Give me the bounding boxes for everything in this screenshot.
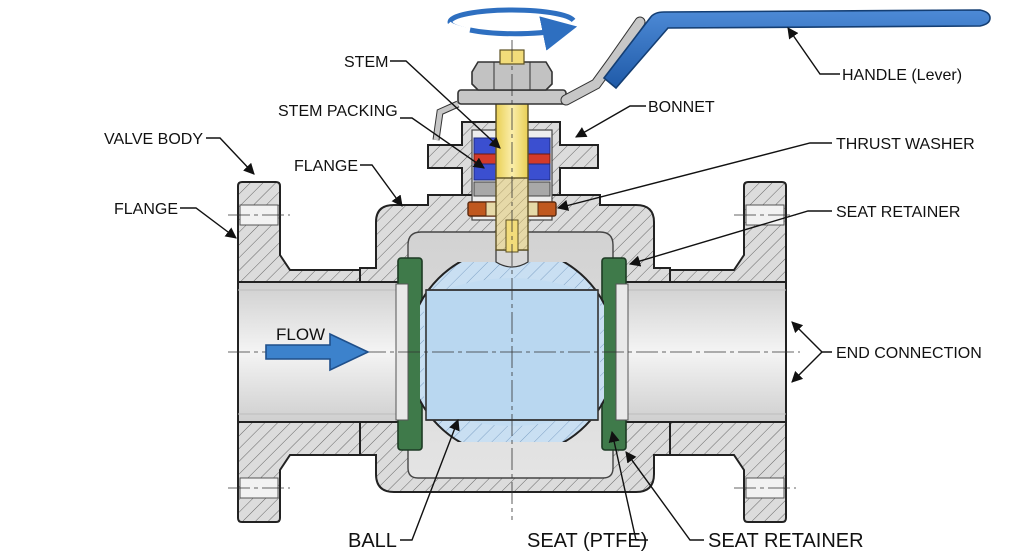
label-valve-body: VALVE BODY	[104, 131, 203, 148]
labels: STEM STEM PACKING VALVE BODY FLANGE FLAN…	[104, 54, 982, 552]
label-end-connection: END CONNECTION	[836, 345, 982, 362]
stem-packing	[473, 137, 551, 197]
label-seat-retainer-bottom: SEAT RETAINER	[708, 530, 864, 552]
label-thrust-washer: THRUST WASHER	[836, 136, 975, 153]
flow-label: FLOW	[276, 325, 325, 344]
label-stem-packing: STEM PACKING	[278, 103, 398, 120]
label-flange-top: FLANGE	[294, 158, 358, 175]
label-handle: HANDLE (Lever)	[842, 67, 962, 84]
label-ball: BALL	[348, 530, 397, 552]
label-seat: SEAT (PTFE)	[527, 530, 647, 552]
handle-lever	[432, 9, 991, 141]
label-seat-retainer-right: SEAT RETAINER	[836, 204, 960, 221]
flow-arrow: FLOW	[265, 325, 370, 372]
leader-lines	[180, 27, 840, 541]
label-stem: STEM	[344, 54, 388, 71]
label-bonnet: BONNET	[648, 99, 715, 116]
label-flange-left: FLANGE	[114, 201, 178, 218]
handle-grip	[602, 9, 991, 90]
rotation-arrow	[445, 7, 579, 51]
